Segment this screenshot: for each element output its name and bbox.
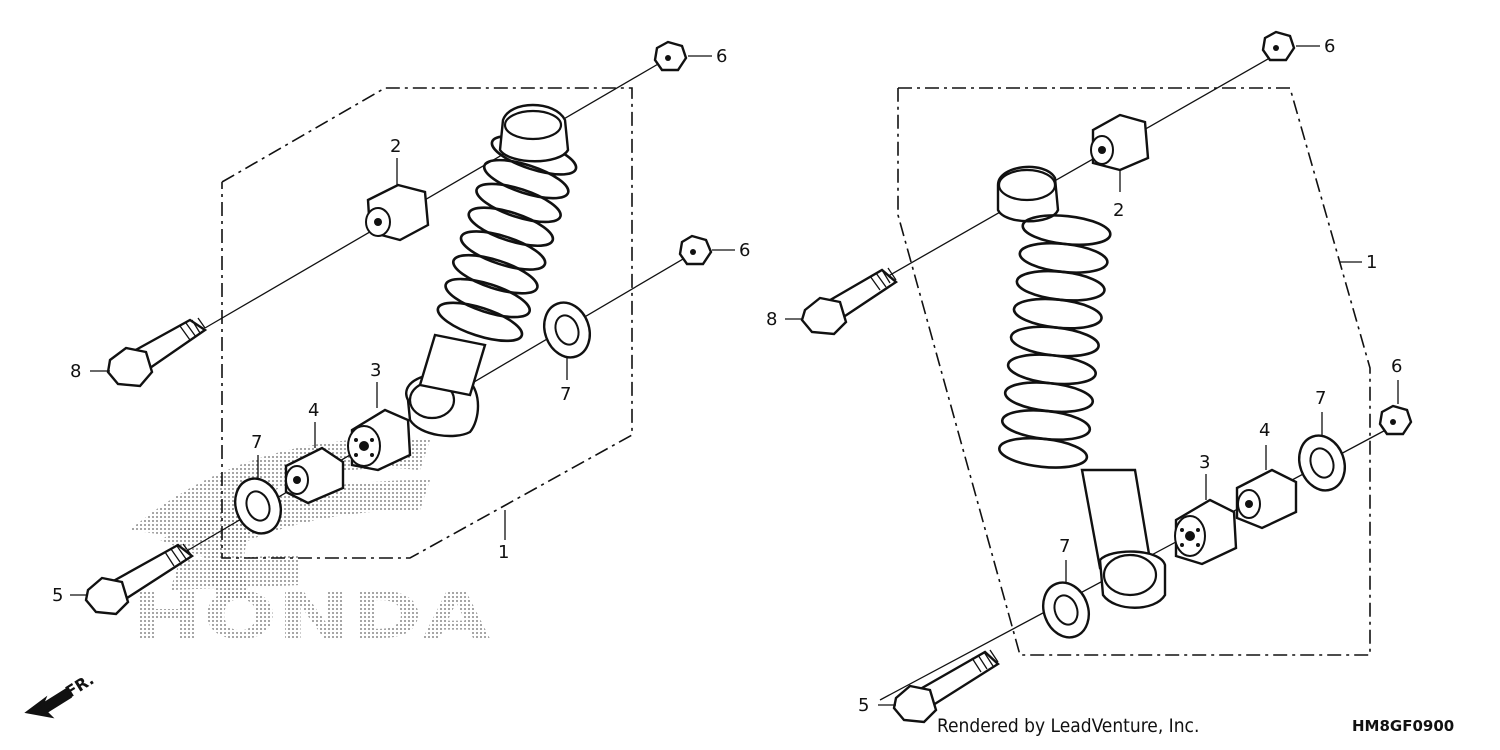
right-washer-lower-right bbox=[1298, 434, 1346, 492]
right-label-3: 3 bbox=[1199, 452, 1210, 473]
left-label-3: 3 bbox=[370, 360, 381, 381]
left-label-2: 2 bbox=[390, 136, 401, 157]
footer-credit: Rendered by LeadVenture, Inc. bbox=[937, 715, 1199, 737]
left-alignment-line-upper bbox=[204, 59, 666, 329]
right-assembly-outline bbox=[897, 87, 1371, 656]
left-bushing-lower bbox=[347, 408, 412, 472]
right-collar bbox=[1235, 468, 1298, 530]
left-washer-lower bbox=[234, 477, 282, 535]
right-bushing-lower bbox=[1174, 498, 1238, 566]
left-label-6-mid: 6 bbox=[739, 240, 750, 261]
right-label-7-right: 7 bbox=[1315, 388, 1326, 409]
right-label-2: 2 bbox=[1113, 200, 1124, 221]
front-arrow-icon bbox=[24, 687, 73, 719]
left-label-7-lower: 7 bbox=[251, 432, 262, 453]
left-label-8: 8 bbox=[70, 361, 81, 382]
left-collar bbox=[284, 446, 345, 505]
honda-logo-text: HONDA bbox=[130, 580, 491, 654]
right-nut-lower bbox=[1378, 404, 1413, 436]
right-shock-absorber bbox=[996, 165, 1167, 609]
right-bushing-upper bbox=[1090, 113, 1150, 172]
left-label-7-upper: 7 bbox=[560, 384, 571, 405]
left-label-6-upper: 6 bbox=[716, 46, 727, 67]
right-label-4: 4 bbox=[1259, 420, 1270, 441]
diagram-code: HM8GF0900 bbox=[1352, 717, 1454, 735]
left-nut-mid bbox=[678, 234, 713, 266]
right-label-6-upper: 6 bbox=[1324, 36, 1335, 57]
left-nut-upper bbox=[653, 40, 688, 72]
right-assembly: 6 2 1 8 6 7 bbox=[766, 30, 1413, 724]
left-assembly-outline bbox=[221, 87, 633, 559]
left-shock-absorber bbox=[405, 103, 582, 438]
right-label-6-lower: 6 bbox=[1391, 356, 1402, 377]
left-washer-upper bbox=[543, 301, 591, 359]
left-label-1: 1 bbox=[498, 542, 509, 563]
left-label-4: 4 bbox=[308, 400, 319, 421]
left-assembly: 6 6 2 7 8 bbox=[52, 40, 750, 616]
right-label-8: 8 bbox=[766, 309, 777, 330]
right-nut-upper bbox=[1261, 30, 1296, 62]
right-label-1: 1 bbox=[1366, 252, 1377, 273]
right-bolt-lower bbox=[892, 649, 1000, 724]
left-bolt-lower bbox=[84, 543, 195, 616]
front-direction-indicator: FR. bbox=[24, 670, 97, 719]
left-bushing-upper bbox=[365, 183, 430, 242]
right-label-5: 5 bbox=[858, 695, 869, 716]
left-label-5: 5 bbox=[52, 585, 63, 606]
right-label-7-left: 7 bbox=[1059, 536, 1070, 557]
left-bolt-upper bbox=[106, 317, 208, 388]
right-bolt-upper bbox=[800, 267, 898, 336]
right-washer-lower-left bbox=[1042, 581, 1090, 639]
